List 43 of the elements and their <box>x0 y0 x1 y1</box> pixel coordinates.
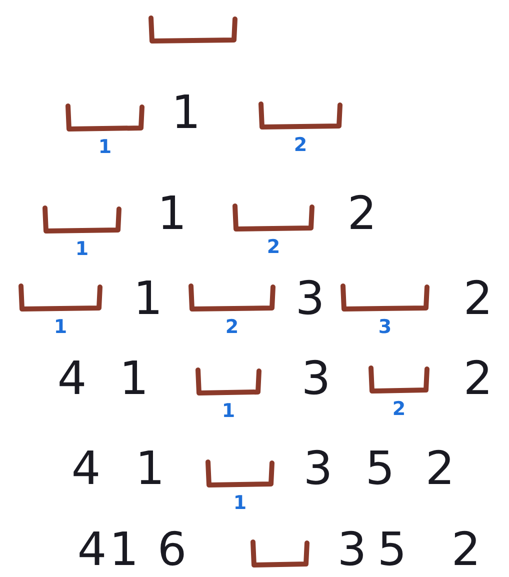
digit: 1 <box>109 526 139 572</box>
slot-number: 1 <box>98 138 112 157</box>
digit: 5 <box>377 526 407 572</box>
slot-bracket <box>340 284 430 312</box>
slot-bracket <box>232 204 315 232</box>
slot-bracket <box>250 540 310 568</box>
slot-bracket <box>42 206 122 234</box>
digit: 6 <box>157 526 187 572</box>
digit: 2 <box>451 526 481 572</box>
slot-bracket <box>148 16 238 44</box>
digit: 2 <box>463 355 493 401</box>
digit: 2 <box>463 275 493 321</box>
slot-number: 2 <box>392 400 406 419</box>
slot-bracket <box>18 284 103 312</box>
slot-number: 2 <box>294 136 308 155</box>
slot-number: 3 <box>378 318 392 337</box>
slot-number: 1 <box>222 402 236 421</box>
slot-bracket <box>65 104 145 132</box>
slot-bracket <box>195 368 262 396</box>
digit: 3 <box>303 445 333 491</box>
slot-bracket <box>188 284 276 312</box>
digit: 5 <box>365 445 395 491</box>
slot-number: 1 <box>54 318 68 337</box>
slot-number: 1 <box>233 494 247 513</box>
slot-bracket <box>258 102 343 130</box>
digit: 3 <box>295 275 325 321</box>
digit: 1 <box>133 275 163 321</box>
digit: 1 <box>119 355 149 401</box>
digit: 4 <box>71 445 101 491</box>
slot-number: 2 <box>266 238 280 257</box>
digit: 3 <box>301 355 331 401</box>
slot-number: 1 <box>75 240 89 259</box>
digit: 1 <box>171 89 201 135</box>
digit: 1 <box>157 190 187 236</box>
digit: 4 <box>77 526 107 572</box>
slot-number: 2 <box>225 318 239 337</box>
digit: 2 <box>425 445 455 491</box>
digit: 1 <box>135 445 165 491</box>
slot-bracket <box>368 366 430 394</box>
digit: 3 <box>337 526 367 572</box>
slot-bracket <box>205 460 275 488</box>
digit: 2 <box>347 190 377 236</box>
digit: 4 <box>57 355 87 401</box>
